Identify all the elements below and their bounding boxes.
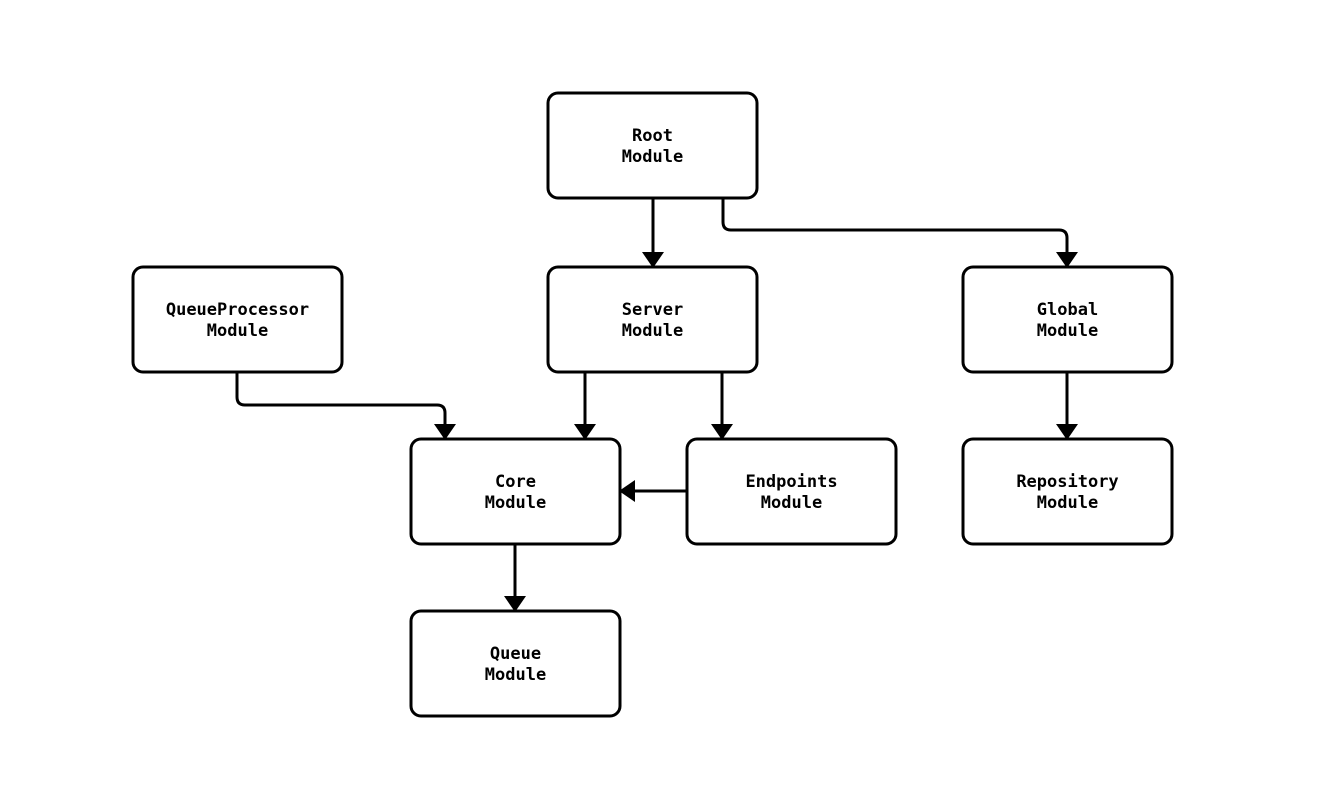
node-repository-module-box <box>961 437 1174 546</box>
node-server-module-box <box>546 265 759 374</box>
node-queue-module-box <box>409 609 622 718</box>
node-label-line: Server <box>622 300 683 320</box>
node-label-line: Module <box>1037 321 1098 341</box>
node-label-line: Core <box>495 472 536 492</box>
node-label-line: Module <box>485 493 546 513</box>
node-label-line: Module <box>622 147 683 167</box>
edge-root-module-to-global-module <box>721 198 1078 268</box>
node-label-line: Endpoints <box>745 472 837 492</box>
node-label-line: Module <box>1037 493 1098 513</box>
node-label-line: Queue <box>490 644 541 664</box>
node-global-module-box <box>961 265 1174 374</box>
node-root-module-box <box>546 91 759 200</box>
node-label-line: Global <box>1037 300 1098 320</box>
node-label-line: QueueProcessor <box>166 300 309 320</box>
edge-queueprocessor-module-to-core-module <box>235 372 456 440</box>
node-label-line: Repository <box>1016 472 1118 492</box>
node-label-line: Root <box>632 126 673 146</box>
node-label-line: Module <box>622 321 683 341</box>
node-endpoints-module-box <box>685 437 898 546</box>
node-label-line: Module <box>207 321 268 341</box>
node-queueprocessor-module-box <box>131 265 344 374</box>
node-label-line: Module <box>485 665 546 685</box>
node-label-line: Module <box>761 493 822 513</box>
node-core-module-box <box>409 437 622 546</box>
